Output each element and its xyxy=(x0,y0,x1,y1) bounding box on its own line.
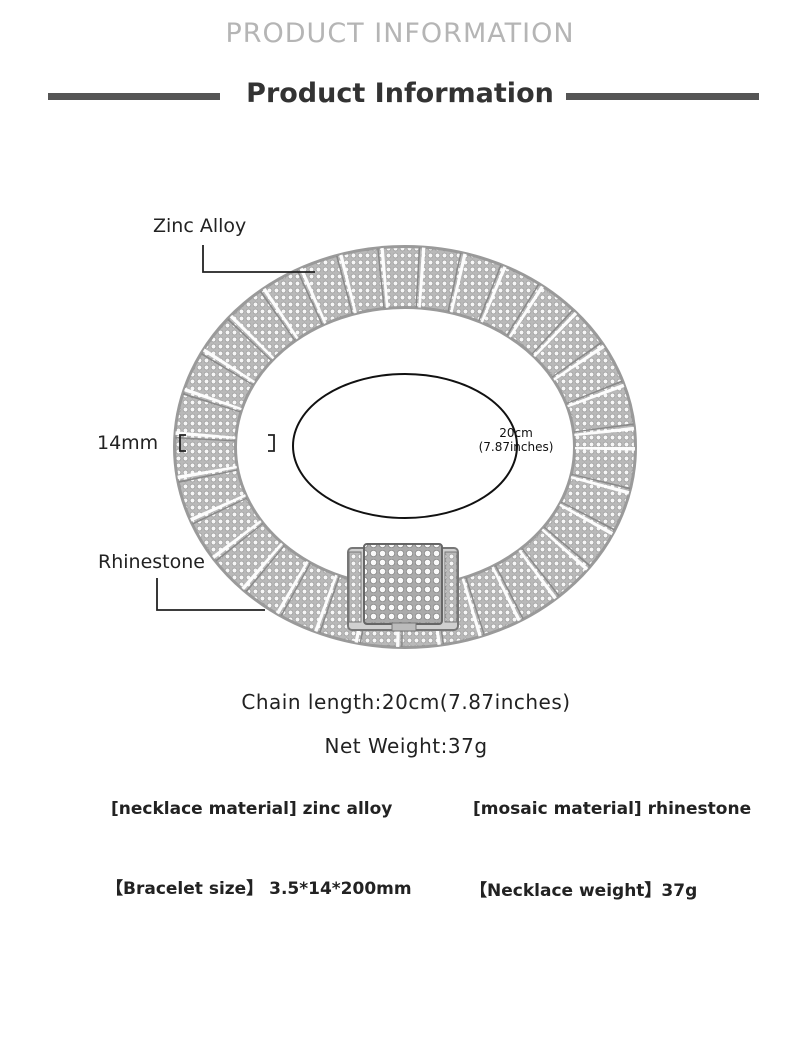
page-title: Product Information xyxy=(246,78,554,109)
width-bracket-right xyxy=(268,434,275,452)
zinc-alloy-label: Zinc Alloy xyxy=(153,215,247,237)
rhinestone-label: Rhinestone xyxy=(98,551,205,573)
faded-header-title: PRODUCT INFORMATION xyxy=(225,18,575,49)
necklace-material-detail: [necklace material] zinc alloy xyxy=(111,799,393,819)
necklace-weight-detail: 【Necklace weight】37g xyxy=(470,881,698,901)
circumference-inches: (7.87inches) xyxy=(478,440,554,454)
circumference-circle xyxy=(292,373,518,519)
width-bracket-left xyxy=(179,434,186,452)
mosaic-material-detail: [mosaic material] rhinestone xyxy=(473,799,752,819)
bracelet-illustration xyxy=(156,245,637,649)
chain-length-spec: Chain length:20cm(7.87inches) xyxy=(241,690,571,714)
right-divider-bar xyxy=(566,93,759,100)
width-label: 14mm xyxy=(97,432,159,454)
rhinestone-leader xyxy=(156,578,265,611)
zinc-alloy-leader xyxy=(202,245,315,273)
bracelet-size-detail: 【Bracelet size】 3.5*14*200mm xyxy=(106,879,412,899)
net-weight-spec: Net Weight:37g xyxy=(324,734,488,758)
circumference-cm: 20cm xyxy=(499,426,533,440)
clasp xyxy=(347,543,459,632)
circumference-label: 20cm (7.87inches) xyxy=(470,426,562,454)
left-divider-bar xyxy=(48,93,220,100)
